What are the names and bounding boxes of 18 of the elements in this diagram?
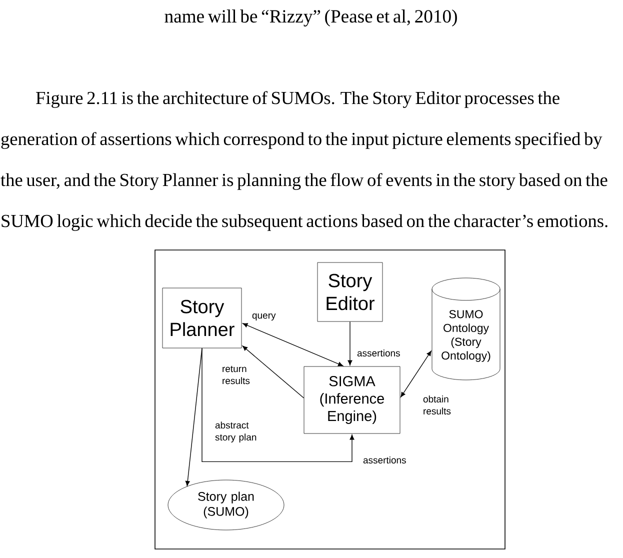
paragraph-text: Figure 2.11 is the architecture of SUMOs. The Story Editor processes the generation of assertions which correspond to the input picture elements specified by the user, and the Story Planner is planning the flow of events in the story based on the SUMO logic which decide the subsequent actions based on the character’s emotions. — [0, 91, 608, 231]
arrow — [242, 323, 344, 366]
edge-label: assertions — [363, 456, 406, 464]
arrow — [242, 346, 304, 398]
process-box: SIGMA (Inference Engine) — [304, 366, 400, 434]
edge-label: obtain results — [423, 396, 451, 414]
database-cylinder: SUMO Ontology (Story Ontology) — [432, 278, 500, 380]
arrow — [185, 348, 202, 486]
edge-label: assertions — [357, 350, 400, 356]
arrow — [348, 321, 352, 366]
edge-label: return results — [222, 366, 250, 384]
process-box: Story Planner — [162, 288, 242, 348]
arrow — [202, 348, 354, 462]
edge-label: query — [252, 313, 276, 321]
edge-label: abstract story plan — [215, 422, 256, 442]
sentence-text: name will be “Rizzy” (Pease et al, 2010) — [164, 10, 457, 26]
process-box: Story Editor — [317, 262, 383, 322]
arrow — [400, 350, 432, 398]
